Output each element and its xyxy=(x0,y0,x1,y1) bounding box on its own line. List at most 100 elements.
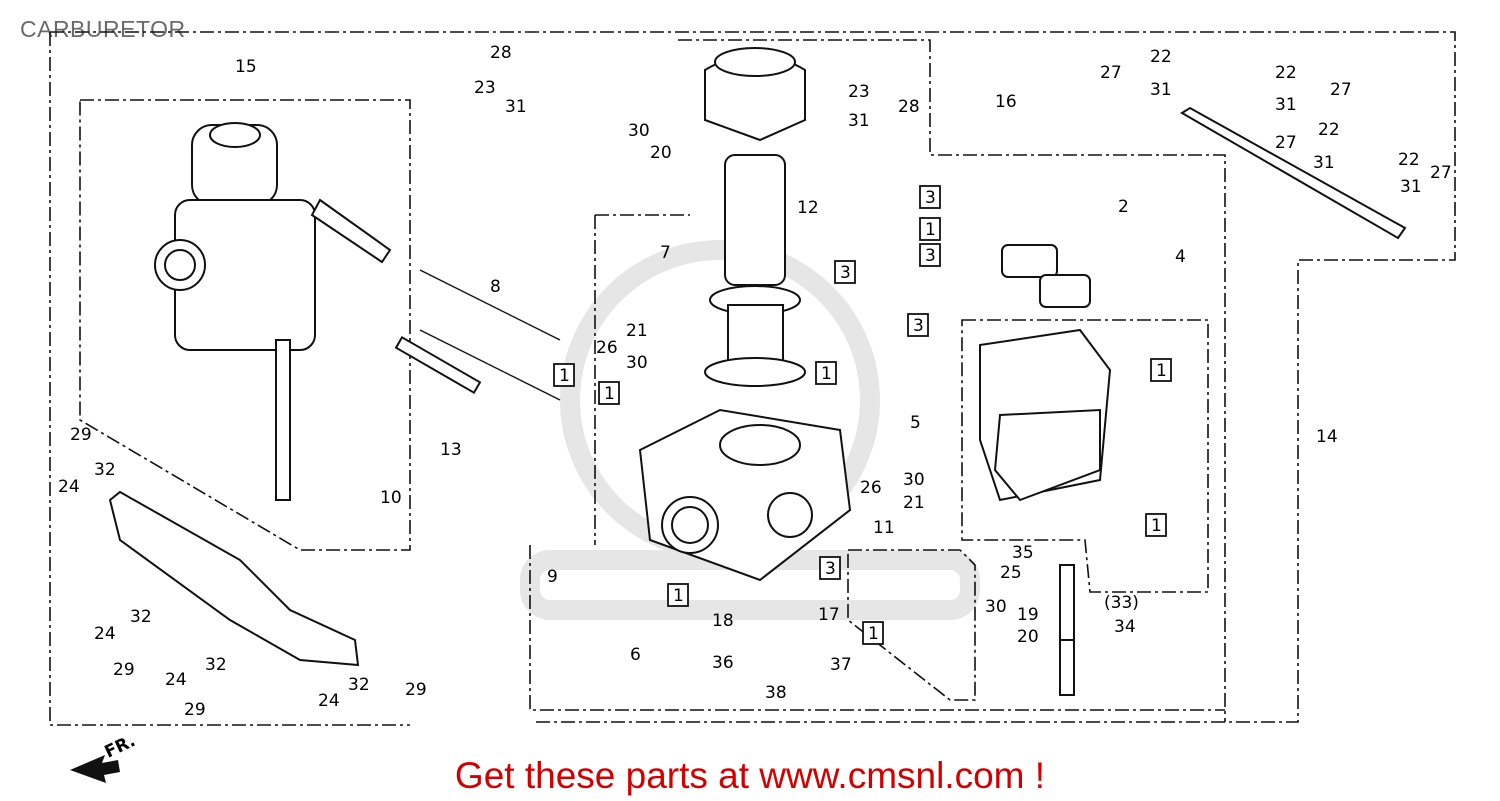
part-number-label: 13 xyxy=(440,440,462,460)
part-number-label: 35 xyxy=(1012,543,1034,563)
carburetor-assembly-15 xyxy=(154,122,392,501)
callout-box xyxy=(862,621,884,645)
part-number-label: 11 xyxy=(873,518,895,538)
part-number-label: 21 xyxy=(626,321,648,341)
part-number-label: 28 xyxy=(898,97,920,117)
part-number-label: 2 xyxy=(1118,197,1129,217)
part-number-label: 31 xyxy=(505,97,527,117)
callout-box xyxy=(553,363,575,387)
part-number-label: 32 xyxy=(205,655,227,675)
part-number-label: 24 xyxy=(165,670,187,690)
boxed-part-number-label: 1 xyxy=(604,384,615,404)
boxed-part-number-label: 3 xyxy=(825,559,836,579)
callout-box xyxy=(1150,358,1172,382)
footer-link-text[interactable]: Get these parts at www.cmsnl.com ! xyxy=(454,755,1046,796)
part-number-label: 27 xyxy=(1430,163,1452,183)
part-number-label: 30 xyxy=(985,597,1007,617)
part-number-label: 31 xyxy=(1150,80,1172,100)
part-number-label: 27 xyxy=(1100,63,1122,83)
boxed-part-number-label: 3 xyxy=(840,263,851,283)
callout-box xyxy=(598,381,620,405)
part-number-label: 31 xyxy=(1275,95,1297,115)
part-number-label: 32 xyxy=(94,460,116,480)
part-number-label: 30 xyxy=(903,470,925,490)
part-number-label: 25 xyxy=(1000,563,1022,583)
part-number-label: 6 xyxy=(630,645,641,665)
part-number-label: 9 xyxy=(547,567,558,587)
part-number-label: 17 xyxy=(818,605,840,625)
part-number-label: 5 xyxy=(910,413,921,433)
part-number-label: 14 xyxy=(1316,427,1338,447)
boxed-part-number-label: 1 xyxy=(559,366,570,386)
stay-plates xyxy=(108,106,1407,696)
callout-box xyxy=(819,556,841,580)
part-number-label: 27 xyxy=(1275,133,1297,153)
part-number-label: 22 xyxy=(1318,120,1340,140)
boxed-part-number-label: 3 xyxy=(913,316,924,336)
part-number-label: 31 xyxy=(848,111,870,131)
part-number-label: 22 xyxy=(1398,150,1420,170)
part-number-label: 24 xyxy=(94,624,116,644)
part-number-label: 22 xyxy=(1275,63,1297,83)
part-number-label: 15 xyxy=(235,57,257,77)
callout-box xyxy=(667,583,689,607)
boxed-part-number-label: 1 xyxy=(821,364,832,384)
part-number-label: 27 xyxy=(1330,80,1352,100)
boxed-part-number-label: 3 xyxy=(925,188,936,208)
part-number-label: 4 xyxy=(1175,247,1186,267)
carburetor-body xyxy=(638,408,852,582)
part-number-label: (33) xyxy=(1104,593,1139,613)
callout-box xyxy=(1145,513,1167,537)
callout-box xyxy=(919,185,941,209)
frame-lines xyxy=(49,31,1456,726)
part-number-label: 29 xyxy=(70,425,92,445)
diagram-title: CARBURETOR xyxy=(20,16,186,42)
part-number-label: 8 xyxy=(490,277,501,297)
boxed-part-number-label: 1 xyxy=(1151,516,1162,536)
callout-box xyxy=(907,313,929,337)
part-number-label: 28 xyxy=(490,43,512,63)
part-number-label: 19 xyxy=(1017,605,1039,625)
part-number-label: 29 xyxy=(184,700,206,720)
callout-box xyxy=(919,243,941,267)
part-number-label: 16 xyxy=(995,92,1017,112)
boxed-part-number-label: 1 xyxy=(925,220,936,240)
float-bowl xyxy=(979,328,1112,502)
part-number-label: 37 xyxy=(830,655,852,675)
part-number-label: 30 xyxy=(626,353,648,373)
part-number-label: 21 xyxy=(903,493,925,513)
part-number-label: 23 xyxy=(474,78,496,98)
callout-box xyxy=(834,260,856,284)
part-number-label: 29 xyxy=(113,660,135,680)
part-number-label: 26 xyxy=(860,478,882,498)
part-number-label: 18 xyxy=(712,611,734,631)
part-number-label: 24 xyxy=(58,477,80,497)
boxed-part-number-label: 1 xyxy=(1156,361,1167,381)
part-number-label: 34 xyxy=(1114,617,1136,637)
part-number-label: 31 xyxy=(1400,177,1422,197)
part-number-label: 22 xyxy=(1150,47,1172,67)
boxed-part-number-label: 3 xyxy=(925,246,936,266)
part-number-label: 38 xyxy=(765,683,787,703)
callout-box xyxy=(919,217,941,241)
part-number-label: 23 xyxy=(848,82,870,102)
float xyxy=(1001,244,1091,308)
part-number-label: 20 xyxy=(650,143,672,163)
callout-box xyxy=(815,361,837,385)
part-number-label: 29 xyxy=(405,680,427,700)
part-number-label: 30 xyxy=(628,121,650,141)
part-number-label: 26 xyxy=(596,338,618,358)
part-number-label: 7 xyxy=(660,243,671,263)
part-number-label: 10 xyxy=(380,488,402,508)
boxed-part-number-label: 1 xyxy=(673,586,684,606)
part-number-label: 24 xyxy=(318,691,340,711)
part-number-label: 32 xyxy=(348,675,370,695)
top-cover-and-spring xyxy=(704,47,806,387)
part-number-label: 31 xyxy=(1313,153,1335,173)
part-number-label: 12 xyxy=(797,198,819,218)
part-number-label: 36 xyxy=(712,653,734,673)
part-number-label: 20 xyxy=(1017,627,1039,647)
